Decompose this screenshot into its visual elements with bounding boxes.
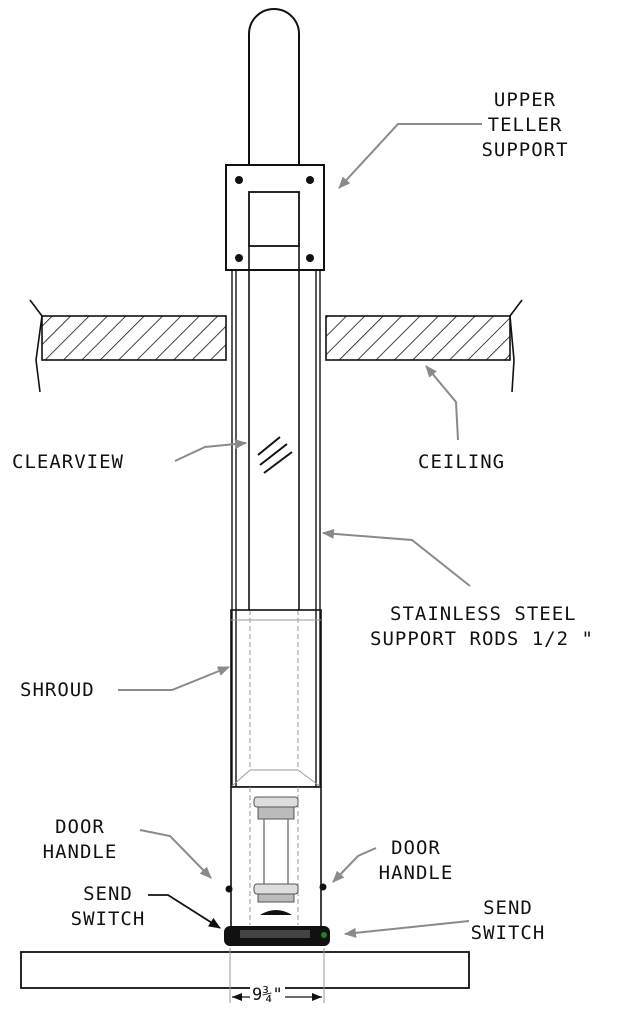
door-handle-left-knob (225, 885, 233, 893)
label-ceiling: CEILING (418, 451, 506, 473)
label-stainless-steel-rods: STAINLESS STEEL SUPPORT RODS 1/2 " (370, 603, 594, 650)
shroud (230, 609, 322, 788)
leader-send-switch-left (148, 894, 221, 929)
station-base (224, 910, 330, 946)
leader-upper-teller-support (338, 123, 482, 189)
label-door-handle-left: DOOR HANDLE (42, 816, 118, 863)
glass-marks (257, 436, 293, 474)
leader-ceiling (425, 365, 459, 441)
upper-teller-support-plate (225, 164, 325, 271)
clearview-tube (248, 270, 300, 770)
leader-door-handle-left (139, 829, 212, 879)
leader-clearview (174, 439, 247, 462)
label-door-handle-right: DOOR HANDLE (378, 837, 454, 884)
leader-send-switch-right (344, 920, 470, 938)
label-send-switch-right: SEND SWITCH (470, 897, 546, 944)
send-switch-light (321, 932, 327, 938)
label-dimension: 9¾" (250, 985, 285, 1005)
label-clearview: CLEARVIEW (12, 451, 124, 473)
lower-station-body (225, 786, 327, 928)
ceiling-right (325, 299, 523, 393)
upper-tube (248, 8, 300, 192)
door-handle-right-knob (319, 883, 327, 891)
label-upper-teller-support: UPPER TELLER SUPPORT (481, 89, 569, 161)
dimension-line (229, 948, 325, 1003)
ceiling-left (29, 299, 227, 393)
leader-lines (118, 123, 482, 938)
label-send-switch-left: SEND SWITCH (70, 883, 146, 930)
leader-support-rods (322, 528, 471, 587)
leader-door-handle-right (332, 847, 377, 883)
counter (20, 951, 470, 989)
label-shroud: SHROUD (20, 679, 95, 701)
leader-shroud (118, 666, 230, 691)
